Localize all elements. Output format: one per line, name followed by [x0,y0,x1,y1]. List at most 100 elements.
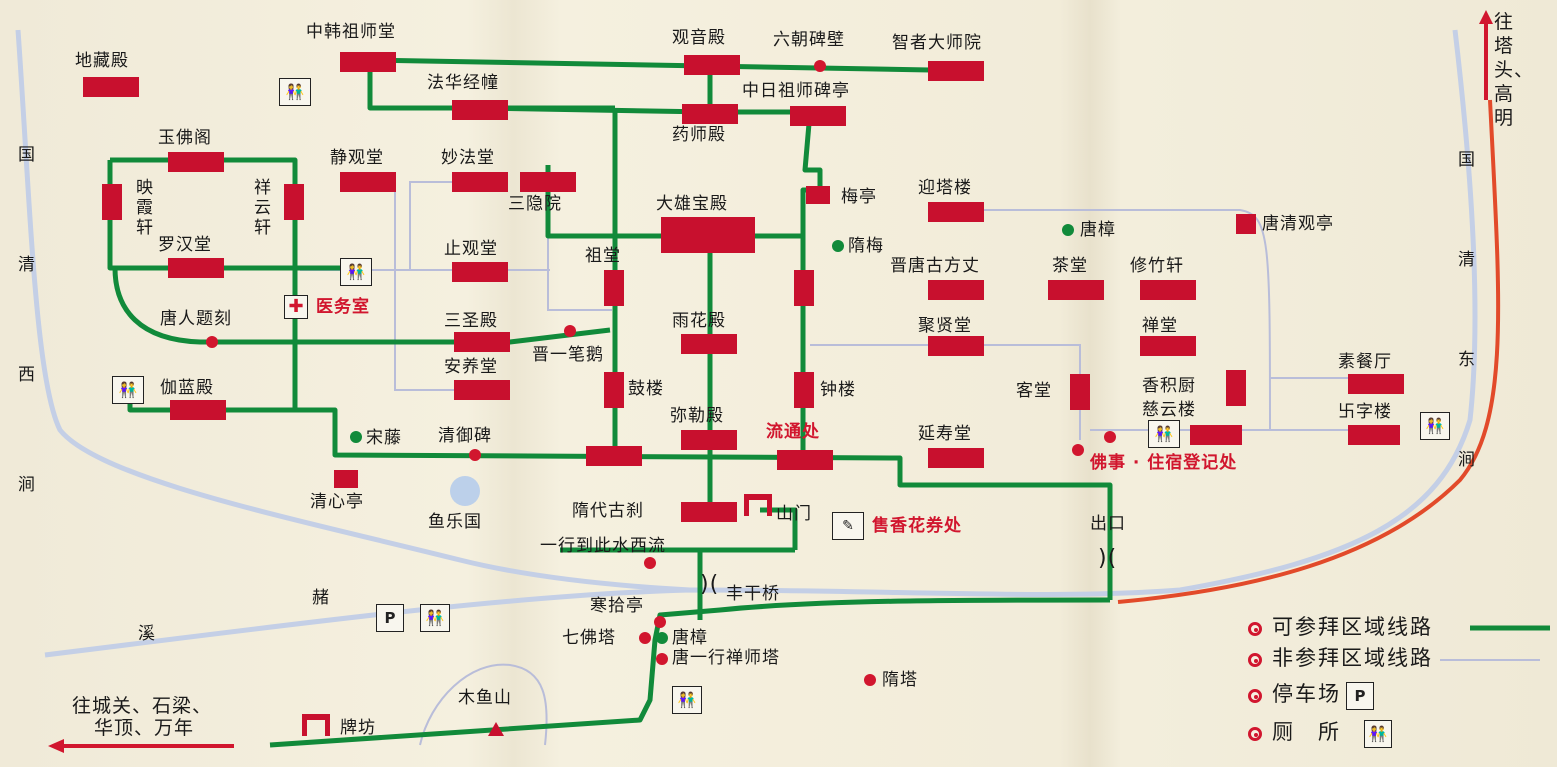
building-qingxin[interactable] [334,470,358,488]
dot-tangyixing [656,653,668,665]
label-zhonghan: 中韩祖师堂 [306,22,396,42]
building-yanshou[interactable] [928,448,984,468]
building-zhonglou[interactable] [794,372,814,408]
building-zhongri[interactable] [790,106,846,126]
direction-north: 往塔头、高明 [1494,11,1535,129]
building-yingxia[interactable] [102,184,122,220]
building-yufo[interactable] [168,152,224,172]
building-yuhua[interactable] [681,334,737,354]
label-west-stream: 国清西涧 [18,145,36,495]
building-mile[interactable] [681,430,737,450]
label-hanshi: 寒拾亭 [590,596,644,616]
label-he: 赭 [312,588,330,608]
building-meiting[interactable] [806,186,830,204]
label-tangzhang2: 唐樟 [672,628,708,648]
building-jingguan[interactable] [340,172,396,192]
dot-qifo [639,632,651,644]
parking-icon[interactable]: P [376,604,404,632]
toilet-icon[interactable]: 👫 [340,258,372,286]
building-chantang[interactable] [1140,336,1196,356]
label-east-stream: 国清东涧 [1458,150,1476,470]
label-yufo: 玉佛阁 [158,128,212,148]
legend-bullet [1248,727,1262,741]
dot-jinyi [564,325,576,337]
label-anyang: 安养堂 [444,357,498,377]
building-ketang[interactable] [1070,374,1090,410]
building-jintang[interactable] [928,280,984,300]
label-zhongri: 中日祖师碑亭 [742,81,850,101]
building-luohan[interactable] [168,258,224,278]
label-ketang: 客堂 [1016,381,1052,401]
building-dizang[interactable] [83,77,139,97]
building-chatang[interactable] [1048,280,1104,300]
toilet-icon[interactable]: 👫 [1148,420,1180,448]
building-zhizhe[interactable] [928,61,984,81]
label-xiangyun: 祥云轩 [254,178,272,238]
green-routes [107,57,1550,748]
toilet-icon[interactable]: 👫 [279,78,311,106]
building-yingta[interactable] [928,202,984,222]
label-shouxiang: 售香花券处 [872,516,962,536]
building-sansheng[interactable] [454,332,510,352]
building-xiuzhu[interactable] [1140,280,1196,300]
label-shanmen: 山门 [776,504,812,524]
west-stream [15,29,691,593]
north-arrow-shaft [1484,20,1488,100]
building-sanyin[interactable] [520,172,576,192]
label-tangyixing: 唐一行禅师塔 [672,648,780,668]
building-zhiguan[interactable] [452,262,508,282]
building-guanyin[interactable] [684,55,740,75]
label-chantang: 禅堂 [1142,316,1178,336]
label-yaoshi: 药师殿 [672,125,726,145]
label-muyu: 木鱼山 [458,688,512,708]
dot-suimei [832,240,844,252]
toilet-icon[interactable]: 👫 [420,604,450,632]
legend-toilet-icon: 👫 [1364,720,1392,748]
toilet-icon[interactable]: 👫 [672,686,702,714]
building-gate-left[interactable] [586,446,642,466]
building-zhonglou-a[interactable] [794,270,814,306]
label-qifo: 七佛塔 [562,628,616,648]
building-zutang[interactable] [604,270,624,306]
label-sansheng: 三圣殿 [444,311,498,331]
building-suidai[interactable] [681,502,737,522]
legend-parking-icon: P [1346,682,1374,710]
building-zhonghan[interactable] [340,52,396,72]
building-xiangji[interactable] [1226,370,1246,406]
building-xiangyun[interactable] [284,184,304,220]
building-fahua[interactable] [452,100,508,120]
label-daxiong: 大雄宝殿 [656,194,728,214]
toilet-icon[interactable]: 👫 [112,376,144,404]
dot-yixing [644,557,656,569]
building-qielan[interactable] [170,400,226,420]
label-liuchao: 六朝碑壁 [773,30,845,50]
building-tangqing[interactable] [1236,214,1256,234]
building-ciyun[interactable] [1190,425,1242,445]
label-tangqing: 唐清观亭 [1262,214,1334,234]
building-wanzi[interactable] [1348,425,1400,445]
building-yaoshi[interactable] [682,104,738,124]
building-daxiong[interactable] [661,217,755,253]
label-paifang: 牌坊 [340,718,376,738]
building-liutong[interactable] [777,450,833,470]
ticket-icon[interactable]: ✎ [832,512,864,540]
toilet-icon[interactable]: 👫 [1420,412,1450,440]
direction-south-2: 华顶、万年 [94,717,195,739]
red-cross-icon[interactable]: ✚ [284,295,308,319]
building-miaofa[interactable] [452,172,508,192]
label-xi: 溪 [138,624,156,644]
label-chukou: 出口 [1090,514,1126,534]
building-suchan[interactable] [1348,374,1404,394]
label-suimei: 隋梅 [848,236,884,256]
north-arrow-head [1479,10,1493,24]
label-yingxia: 映霞轩 [136,178,154,238]
label-chatang: 茶堂 [1052,256,1088,276]
dot-foshi1 [1104,431,1116,443]
dot-tangzhang1 [1062,224,1074,236]
label-miaofa: 妙法堂 [441,148,495,168]
building-gulou[interactable] [604,372,624,408]
building-anyang[interactable] [454,380,510,400]
dot-tangren [206,336,218,348]
building-juxian[interactable] [928,336,984,356]
